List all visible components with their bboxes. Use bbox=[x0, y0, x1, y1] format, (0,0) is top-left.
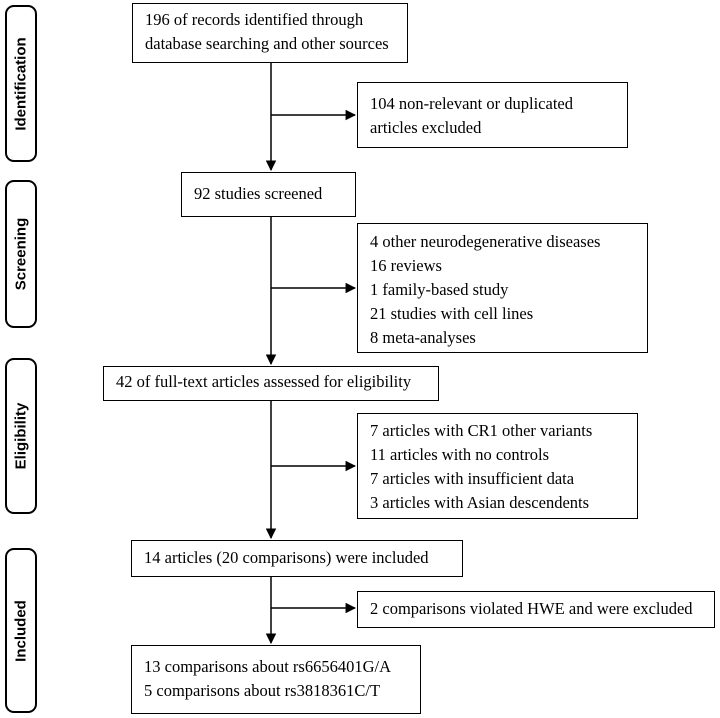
box-line: 104 non-relevant or duplicated bbox=[370, 94, 573, 113]
box-line: 14 articles (20 comparisons) were includ… bbox=[144, 548, 429, 567]
box-line: 92 studies screened bbox=[194, 184, 323, 203]
stage-identification: Identification bbox=[5, 5, 37, 162]
box-line: 1 family-based study bbox=[370, 280, 509, 299]
studies-screened-box: 92 studies screened bbox=[181, 172, 356, 217]
full-text-assessed-box: 42 of full-text articles assessed for el… bbox=[103, 366, 439, 401]
stage-label-eligibility: Eligibility bbox=[12, 402, 30, 470]
stage-screening: Screening bbox=[5, 180, 37, 328]
articles-included-box: 14 articles (20 comparisons) were includ… bbox=[131, 540, 463, 577]
box-line: 16 reviews bbox=[370, 256, 442, 275]
box-line: 8 meta-analyses bbox=[370, 328, 476, 347]
final-comparisons-box: 13 comparisons about rs6656401G/A 5 comp… bbox=[131, 645, 421, 714]
box-line: articles excluded bbox=[370, 118, 482, 137]
box-line: 2 comparisons violated HWE and were excl… bbox=[370, 599, 693, 618]
box-line: 3 articles with Asian descendents bbox=[370, 493, 590, 512]
hwe-exclusion-box: 2 comparisons violated HWE and were excl… bbox=[357, 591, 715, 628]
stage-eligibility: Eligibility bbox=[5, 358, 37, 514]
box-line: database searching and other sources bbox=[145, 34, 389, 53]
stage-label-included: Included bbox=[12, 599, 30, 662]
box-line: 21 studies with cell lines bbox=[370, 304, 534, 323]
box-line: 7 articles with insufficient data bbox=[370, 469, 575, 488]
box-line: 7 articles with CR1 other variants bbox=[370, 421, 593, 440]
stage-label-identification: Identification bbox=[12, 36, 30, 131]
screening-exclusions-box: 4 other neurodegenerative diseases 16 re… bbox=[357, 223, 648, 353]
stage-label-screening: Screening bbox=[12, 217, 30, 291]
box-line: 4 other neurodegenerative diseases bbox=[370, 232, 601, 251]
box-line: 13 comparisons about rs6656401G/A bbox=[144, 657, 392, 676]
records-identified-box: 196 of records identified through databa… bbox=[132, 3, 408, 63]
eligibility-exclusions-box: 7 articles with CR1 other variants 11 ar… bbox=[357, 413, 638, 519]
stage-included: Included bbox=[5, 548, 37, 713]
excluded-duplicates-box: 104 non-relevant or duplicated articles … bbox=[357, 82, 628, 148]
box-line: 196 of records identified through bbox=[145, 10, 364, 29]
box-line: 11 articles with no controls bbox=[370, 445, 550, 464]
box-line: 42 of full-text articles assessed for el… bbox=[116, 372, 412, 391]
box-line: 5 comparisons about rs3818361C/T bbox=[144, 681, 381, 700]
